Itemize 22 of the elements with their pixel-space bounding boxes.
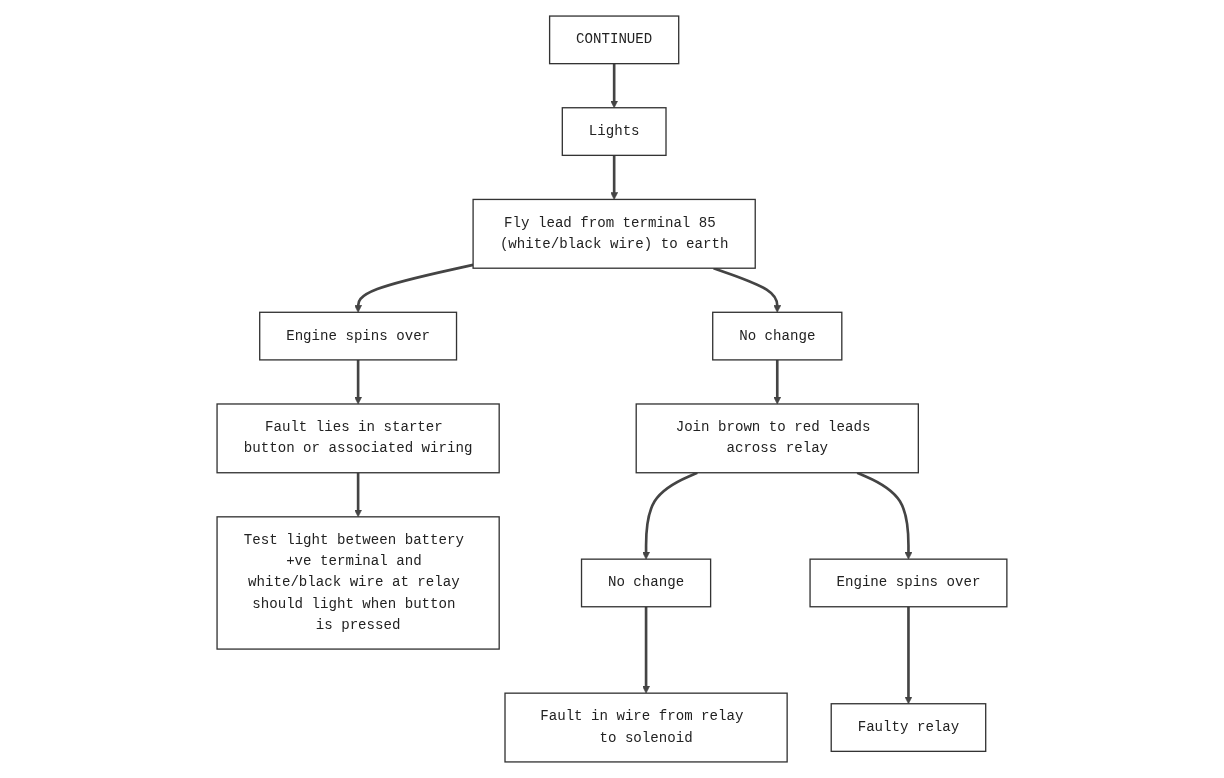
node-box: Fault lies in starter button or associated wiring: [216, 403, 500, 474]
node-box: Join brown to red leads across relay: [635, 403, 919, 474]
arrow: [610, 63, 619, 109]
node-box: Faulty relay: [830, 703, 987, 752]
arrow: [354, 263, 474, 313]
arrow: [354, 472, 363, 518]
node-box: Lights: [561, 107, 667, 156]
node-box: Fault in wire from relay to solenoid: [504, 692, 788, 763]
node-box: Fly lead from terminal 85 (white/black wire) to earth: [472, 198, 756, 269]
node-box: No change: [580, 558, 712, 608]
arrow: [904, 606, 913, 705]
arrow: [642, 471, 698, 560]
node-box: No change: [712, 311, 843, 361]
arrow: [856, 471, 913, 560]
node-box: Engine spins over: [259, 311, 458, 361]
arrow: [610, 155, 619, 200]
node-box: CONTINUED: [549, 15, 680, 65]
node-box: Engine spins over: [809, 558, 1008, 608]
arrow: [773, 359, 782, 405]
arrow: [354, 359, 363, 405]
arrow: [642, 606, 650, 694]
node-box: Test light between battery +ve terminal and white/black wire at relay should light when button is pressed: [216, 516, 500, 650]
